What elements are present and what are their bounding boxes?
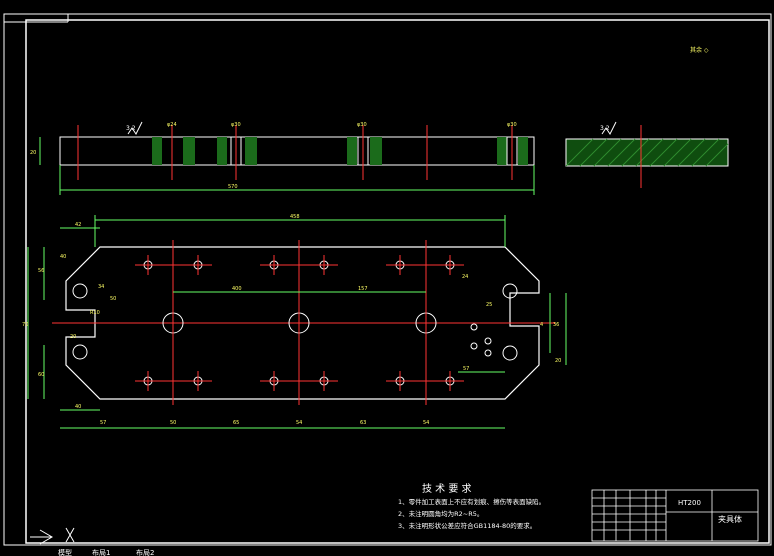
hole-section [347, 125, 382, 180]
dim-label: 24 [462, 274, 468, 280]
hole-dim: φ30 [231, 122, 241, 128]
dim-label: 63 [360, 420, 366, 426]
end-holes-right [470, 283, 518, 361]
dim-label: 36 [553, 322, 559, 328]
material-label: HT200 [678, 499, 701, 507]
side-section-view[interactable]: 3.2 [565, 121, 729, 188]
dim-label: 157 [358, 286, 368, 292]
roughness-symbol [601, 121, 617, 135]
dim-label: 40 [75, 404, 81, 410]
dim-label: 40 [60, 254, 66, 260]
tech-item: 1、零件加工表面上不应有划痕、擦伤等表面缺陷。 [398, 497, 545, 506]
dim-label: 60 [38, 372, 44, 378]
plan-view[interactable]: 458 42 70 56 60 50 R10 40 34 20 40 400 1… [22, 214, 567, 429]
end-holes-left [72, 283, 88, 360]
length-dim: 570 [228, 184, 238, 190]
sheet-outer-border [3, 13, 772, 546]
dim-label: 4 [540, 322, 543, 328]
sheet-inner-border [25, 19, 770, 544]
tab-layout1[interactable]: 布局1 [92, 548, 110, 556]
hole-dim: φ30 [357, 122, 367, 128]
dim-label: 57 [463, 366, 469, 372]
ucs-icon [30, 527, 75, 545]
hole-section [217, 125, 257, 180]
section-body [565, 138, 729, 167]
hole-section [152, 125, 195, 180]
tab-model[interactable]: 模型 [58, 548, 72, 556]
plan-outline [65, 246, 540, 400]
dim-label: 42 [75, 222, 81, 228]
thickness-dim: 20 [30, 150, 36, 156]
dim-label: R10 [90, 310, 100, 316]
overall-length-dim: 458 [290, 214, 300, 220]
front-view-body [59, 136, 535, 166]
hole-dim: φ30 [507, 122, 517, 128]
dim-label: 34 [98, 284, 104, 290]
front-view[interactable]: 3.2 φ24 φ30 φ30 φ30 20 570 [30, 121, 535, 195]
roughness-value: 3.2 [126, 125, 136, 132]
part-name: 夹具体 [718, 514, 742, 524]
hole-dim: φ24 [167, 122, 177, 128]
dim-label: 57 [100, 420, 106, 426]
dimension-lines [27, 215, 567, 429]
tech-title: 技 术 要 求 [422, 482, 472, 495]
tech-item: 3、未注明形状公差应符合GB1184-80的要求。 [398, 521, 536, 530]
dim-label: 25 [486, 302, 492, 308]
dim-label: 400 [232, 286, 242, 292]
layout-tabs[interactable]: 模型 布局1 布局2 [26, 547, 206, 556]
dim-label: 20 [555, 358, 561, 364]
tab-layout2[interactable]: 布局2 [136, 548, 154, 556]
dim-label: 65 [233, 420, 239, 426]
hole-section [497, 125, 528, 180]
dim-label: 54 [423, 420, 429, 426]
dim-label: 50 [170, 420, 176, 426]
roughness-value: 3.2 [600, 125, 610, 132]
tech-item: 2、未注明圆角均为R2~R5。 [398, 509, 483, 518]
dim-label: 54 [296, 420, 302, 426]
dim-label: 50 [110, 296, 116, 302]
dim-label: 56 [38, 268, 44, 274]
dim-label: 20 [70, 334, 76, 340]
dim-label: 70 [22, 322, 28, 328]
roughness-symbol [127, 121, 143, 135]
technical-requirements: 技 术 要 求 1、零件加工表面上不应有划痕、擦伤等表面缺陷。 2、未注明圆角均… [398, 482, 545, 530]
title-block [591, 489, 759, 542]
roughness-note: 其余 ◇ [690, 46, 709, 54]
